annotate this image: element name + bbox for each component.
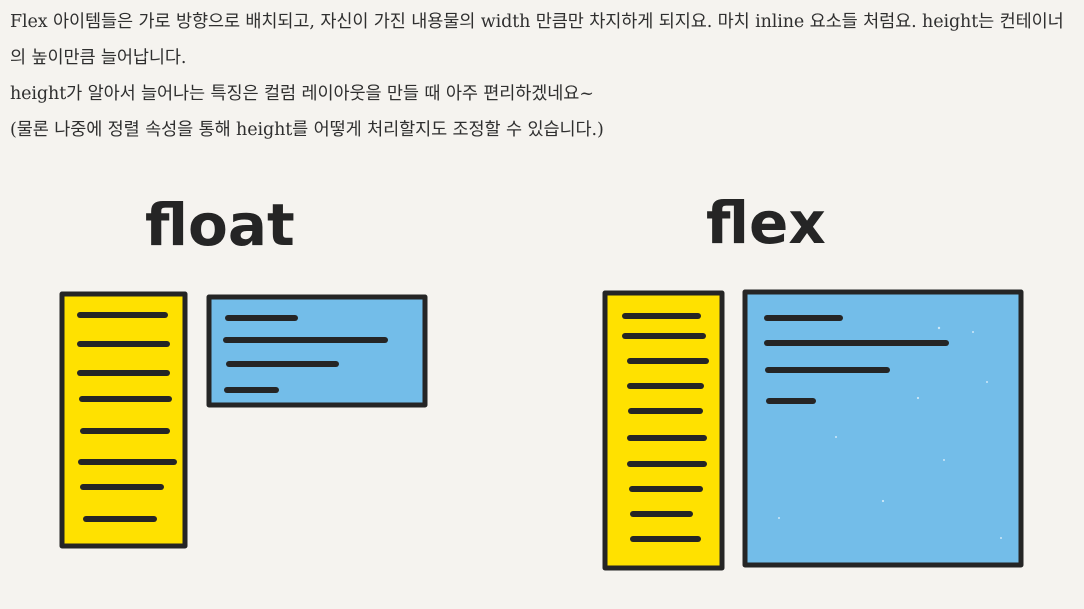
float-title: float (145, 191, 295, 259)
article-text: Flex 아이템들은 가로 방향으로 배치되고, 자신이 가진 내용물의 wid… (10, 4, 1076, 148)
blue-content-lines (223, 315, 388, 393)
paragraph-height-stretch: height가 알아서 늘어나는 특징은 컬럼 레이아웃을 만들 때 아주 편리… (10, 84, 594, 104)
flex-blue-item (742, 289, 1024, 568)
paragraph-flex-items: Flex 아이템들은 가로 방향으로 배치되고, 자신이 가진 내용물의 wid… (10, 12, 1064, 68)
yellow-content-lines (77, 312, 177, 522)
float-blue-item (206, 294, 428, 408)
flex-yellow-item (602, 290, 725, 571)
blue-texture-dots (778, 326, 1002, 539)
flex-yellow-content-lines (622, 313, 709, 542)
flex-title: flex (706, 189, 826, 257)
flex-blue-content-lines (764, 315, 949, 404)
float-yellow-item (59, 291, 188, 549)
paragraph-alignment-note: (물론 나중에 정렬 속성을 통해 height를 어떻게 처리할지도 조정할 … (10, 120, 604, 140)
